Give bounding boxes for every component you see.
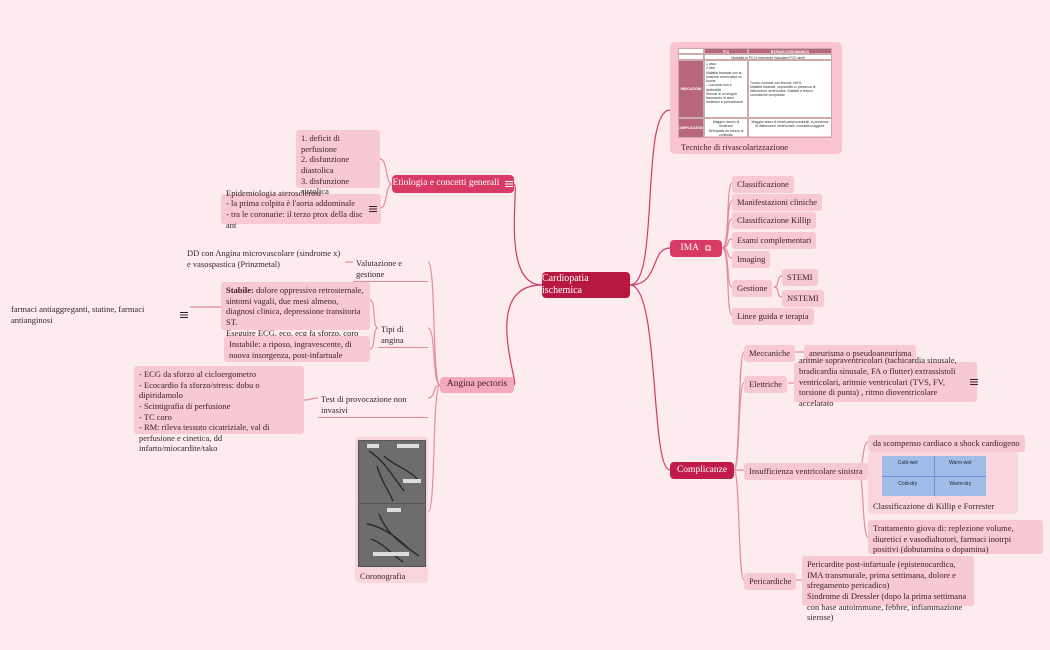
tipi-angina[interactable]: Tipi di angina <box>378 322 428 349</box>
revascularization-table: PCI BYPASS CORONARICO Mortalità in PCI e… <box>678 48 832 138</box>
complicanze-insufficienza[interactable]: Insufficienza ventricolare sinistra <box>744 463 868 480</box>
angiography-drawing-2 <box>366 508 420 563</box>
table-cell-pci-complicazioni: Maggior rischio di restenosi Nefropatia … <box>704 118 748 138</box>
killip-cell-cold-wet: Cold-wet <box>882 456 934 476</box>
insufficienza-trattamento[interactable]: Trattamento giova di: replezione volume,… <box>868 520 1043 554</box>
branch-etiologia[interactable]: Etiologia e concetti generali <box>392 175 514 193</box>
table-header-bypass: BYPASS CORONARICO <box>748 48 832 54</box>
killip-cell-warm-dry: Warm-dry <box>934 476 986 496</box>
branch-ima-label: IMA <box>680 242 700 253</box>
killip-card[interactable]: Cold-wet Warm-wet Cold-dry Warm-dry Clas… <box>868 452 1018 514</box>
angina-instabile[interactable]: Instabile: a riposo, ingravescente, di n… <box>224 336 370 362</box>
ima-killip[interactable]: Classificazione Killip <box>732 212 816 229</box>
tecniche-caption: Tecniche di rivascolarizzazione <box>681 142 789 152</box>
coronografia-caption: Coronografia <box>360 571 406 581</box>
complicanze-pericardiche[interactable]: Pericardiche <box>744 573 797 590</box>
branch-complicanze[interactable]: Complicanze <box>670 462 734 479</box>
note-icon <box>505 181 514 187</box>
table-cell-bypass-complicazioni: Maggior tasso di infarti periprocedurali… <box>748 118 832 138</box>
angina-stabile[interactable]: Stabile: dolore oppressivo retrosternale… <box>221 282 370 359</box>
complicanze-meccaniche[interactable]: Meccaniche <box>744 345 796 362</box>
angiography-drawing-1 <box>367 444 421 502</box>
ima-manifestazioni[interactable]: Manifestazioni cliniche <box>732 194 823 211</box>
central-topic[interactable]: Cardiopatia ischemica <box>542 272 630 298</box>
table-row-complicazioni: COMPLICAZIONI <box>678 118 704 138</box>
note-icon <box>179 311 189 318</box>
killip-caption: Classificazione di Killip e Forrester <box>873 501 995 511</box>
ima-imaging[interactable]: Imaging <box>732 251 771 268</box>
farmaci-text: farmaci antiaggreganti, statine, farmaci… <box>11 304 145 325</box>
ima-gestione[interactable]: Gestione <box>732 280 773 297</box>
killip-forrester-grid: Cold-wet Warm-wet Cold-dry Warm-dry <box>882 456 986 496</box>
branch-etiologia-label: Etiologia e concetti generali <box>392 178 500 189</box>
tecniche-card[interactable]: PCI BYPASS CORONARICO Mortalità in PCI e… <box>670 42 842 154</box>
table-top-blank <box>678 54 704 60</box>
ima-linee-guida[interactable]: Linee guida e terapia <box>732 308 814 325</box>
table-top-note: Mortalità in PCI e intervento (standard … <box>704 54 832 60</box>
table-header-pci: PCI <box>704 48 748 54</box>
angiography-image-2 <box>358 503 426 567</box>
angiography-image-1 <box>358 440 426 504</box>
killip-cell-warm-wet: Warm-wet <box>934 456 986 476</box>
test-list[interactable]: - ECG da sforzo al cicloergometro - Ecoc… <box>134 366 304 453</box>
insufficienza-shock[interactable]: da scompenso cardiaco a shock cardiogeno <box>868 435 1025 452</box>
table-corner <box>678 48 704 54</box>
pericardiche-note[interactable]: Pericardite post-infartuale (epistenocar… <box>802 556 974 622</box>
ima-esami[interactable]: Esami complementari <box>732 232 817 249</box>
table-cell-bypass-indicazioni: Tronco comune con lesione >50% Malattia … <box>748 60 832 118</box>
meccaniche-note[interactable]: aneurisma o pseudoaneurisma <box>804 345 917 362</box>
note-icon <box>368 206 378 212</box>
table-row-indicazioni: INDICAZIONI <box>678 60 704 118</box>
epidemiologia-text: Epidemiologia aterosclerosi - la prima c… <box>226 187 363 230</box>
gestione-stemi[interactable]: STEMI <box>782 269 818 286</box>
note-icon <box>969 379 979 385</box>
etiologia-list[interactable]: 1. deficit di perfusione 2. disfunzione … <box>296 130 380 217</box>
link-icon: ⧉ <box>705 242 712 253</box>
coronografia-card[interactable]: Coronografia <box>355 437 428 583</box>
table-cell-pci-indicazioni: 1 vaso 2 vasi Malattia trivasale con la … <box>704 60 748 118</box>
angina-stabile-title: Stabile: <box>226 285 254 295</box>
test-provocazione[interactable]: Test di provocazione non invasivi <box>318 392 428 419</box>
valutazione-gestione[interactable]: Valutazione e gestione <box>353 256 428 283</box>
branch-angina[interactable]: Angina pectoris <box>440 377 514 393</box>
elettriche-text: aritmie sopraventricolari (tachicardia s… <box>799 355 957 408</box>
elettriche-note[interactable]: aritmie sopraventricolari (tachicardia s… <box>794 355 979 408</box>
farmaci-note[interactable]: farmaci antiaggreganti, statine, farmaci… <box>8 302 190 327</box>
branch-ima[interactable]: IMA ⧉ <box>670 240 722 257</box>
valutazione-note[interactable]: DD con Angina microvascolare (sindrome x… <box>187 248 341 269</box>
epidemiologia-note[interactable]: Epidemiologia aterosclerosi - la prima c… <box>221 188 381 230</box>
killip-cell-cold-dry: Cold-dry <box>882 476 934 496</box>
ima-classificazione[interactable]: Classificazione <box>732 176 794 193</box>
complicanze-elettriche[interactable]: Elettriche <box>744 376 788 393</box>
gestione-nstemi[interactable]: NSTEMI <box>782 290 824 307</box>
